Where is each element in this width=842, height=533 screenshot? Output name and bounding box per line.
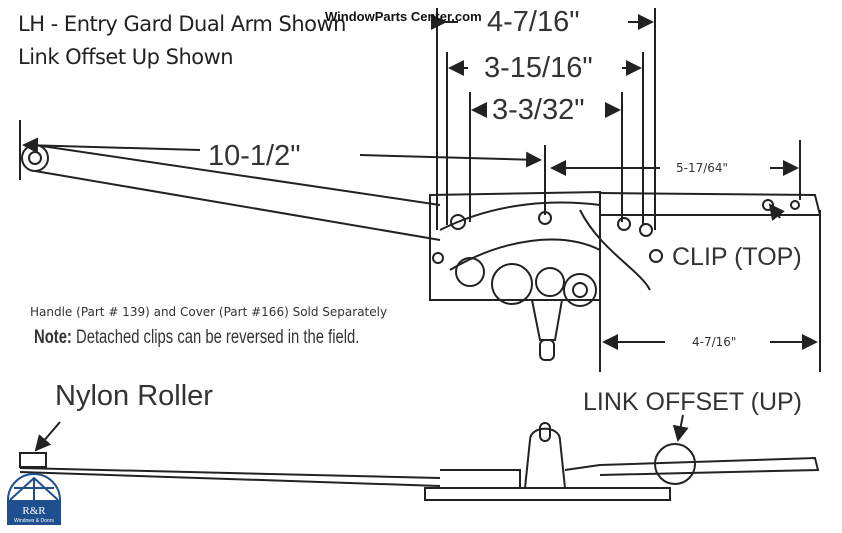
nylon-roller-label: Nylon Roller bbox=[55, 380, 213, 412]
dimension-offset-bottom: 4-7/16" bbox=[692, 335, 737, 349]
field-note: Note: Detached clips can be reversed in … bbox=[34, 328, 359, 347]
side-view bbox=[19, 414, 820, 501]
dimension-lines bbox=[19, 8, 821, 372]
company-logo: R&R Windows & Doors bbox=[7, 473, 61, 525]
dimension-link-length: 5-17/64" bbox=[676, 161, 729, 175]
link-arm bbox=[599, 192, 822, 216]
link-offset-label: LINK OFFSET (UP) bbox=[583, 388, 803, 416]
parts-note: Handle (Part # 139) and Cover (Part #166… bbox=[30, 305, 388, 319]
title-line-1: LH - Entry Gard Dual Arm Shown bbox=[18, 12, 346, 36]
note-bold: Note: bbox=[34, 327, 72, 348]
main-arm bbox=[21, 144, 441, 241]
svg-text:R&R: R&R bbox=[22, 505, 46, 517]
dimension-middle-top: 3-15/16" bbox=[484, 52, 593, 84]
dimension-inner-top: 3-3/32" bbox=[492, 94, 585, 126]
svg-text:Windows & Doors: Windows & Doors bbox=[14, 518, 54, 524]
note-text: Detached clips can be reversed in the fi… bbox=[71, 327, 360, 348]
watermark: WindowParts Center.com bbox=[325, 9, 482, 24]
title-line-2: Link Offset Up Shown bbox=[18, 45, 234, 69]
dimension-overall-top: 4-7/16" bbox=[487, 6, 580, 38]
housing bbox=[429, 190, 663, 361]
dimension-arm-length: 10-1/2" bbox=[208, 140, 301, 172]
clip-label: CLIP (TOP) bbox=[672, 243, 802, 271]
